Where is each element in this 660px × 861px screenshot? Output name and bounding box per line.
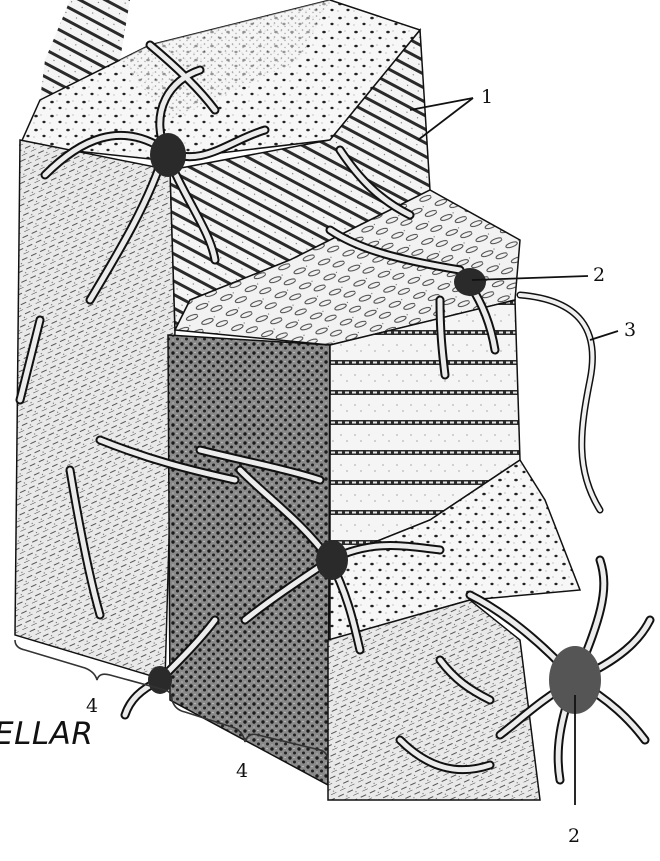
label-1: 1 xyxy=(481,88,493,107)
label-4-middle: 4 xyxy=(236,762,248,781)
cell-body-upper-left xyxy=(150,133,186,177)
label-4-left: 4 xyxy=(86,697,98,716)
label-2-lower: 2 xyxy=(568,827,580,846)
label-2-upper: 2 xyxy=(593,266,605,285)
label-3: 3 xyxy=(624,321,636,340)
tissue-block xyxy=(15,0,580,800)
dark-front-face xyxy=(168,335,330,785)
caption-text: ELLAR xyxy=(0,716,93,752)
cell-body-upper-right xyxy=(454,268,486,296)
leader-3 xyxy=(590,331,618,340)
cell-body-lower-left xyxy=(148,666,172,694)
cell-body-middle xyxy=(316,540,348,580)
